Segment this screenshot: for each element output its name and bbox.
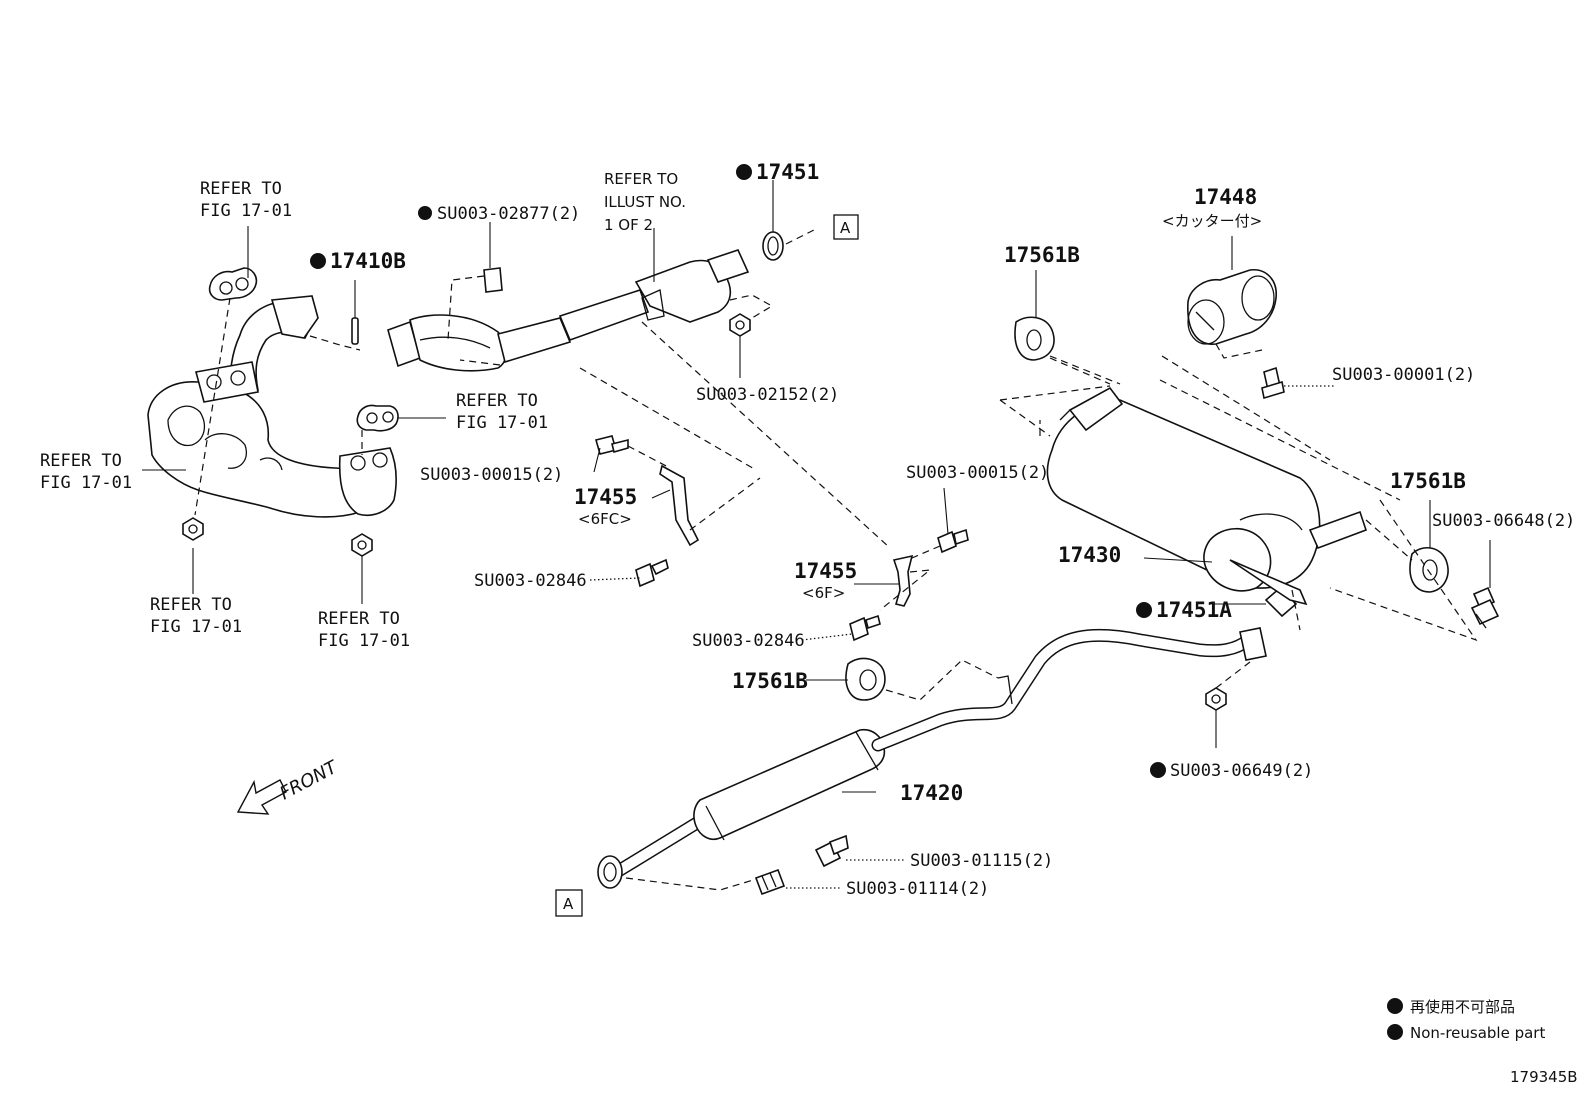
guide-line [1291, 589, 1301, 631]
part-su003-00015-left: SU003-00015(2) [420, 465, 563, 485]
part-su003-01115: SU003-01115(2) [910, 851, 1053, 871]
reference-box-a-top [833, 214, 859, 240]
front-pipe-catalytic-converter [387, 249, 750, 372]
part-17451: 17451 [756, 160, 819, 184]
stud-su003-01114 [754, 868, 786, 896]
part-su003-02846-right: SU003-02846 [692, 631, 805, 651]
non-reusable-icon [1150, 762, 1166, 778]
non-reusable-icon [736, 164, 752, 180]
part-17420: 17420 [900, 781, 963, 805]
part-17455-6fc: <6FC> [578, 510, 632, 528]
hanger-17561b-upper [999, 270, 1111, 437]
reference-letter-a-bottom: A [563, 895, 574, 913]
hanger-17561b-lower [845, 657, 999, 701]
figure-id: 179345B [1510, 1068, 1578, 1086]
gasket-17451a [1214, 586, 1298, 618]
center-pipe-17420 [597, 627, 1267, 891]
muffler-17430 [1039, 386, 1368, 606]
bolt-su003-06648 [1329, 499, 1500, 642]
part-17455-right: 17455 [794, 559, 857, 583]
part-su003-06649: SU003-06649(2) [1170, 761, 1313, 781]
legend-non-reusable-icon-en [1387, 1024, 1403, 1040]
part-17430: 17430 [1058, 543, 1121, 567]
part-su003-06648: SU003-06648(2) [1432, 511, 1575, 531]
part-su003-00001: SU003-00001(2) [1332, 365, 1475, 385]
nut-su003-02152 [729, 294, 774, 378]
front-arrow-icon [236, 779, 287, 815]
part-17561b-lower: 17561B [732, 669, 808, 693]
legend-en: Non-reusable part [1410, 1024, 1545, 1042]
tail-cutter-17448 [1161, 236, 1331, 461]
part-17455-6f: <6F> [802, 584, 845, 602]
non-reusable-icon [418, 206, 432, 220]
non-reusable-icon [310, 253, 326, 269]
non-reusable-icon [1136, 602, 1152, 618]
hanger-17561b-right [1365, 500, 1449, 593]
part-17561b-right: 17561B [1390, 469, 1466, 493]
guide-line [1049, 355, 1121, 385]
part-su003-02846-left: SU003-02846 [474, 571, 587, 591]
reference-box-a-bottom [555, 889, 583, 917]
part-17410b: 17410B [330, 249, 406, 273]
bracket-17455-6f [641, 321, 969, 642]
front-label: FRONT [276, 756, 342, 804]
exhaust-manifold-assembly [147, 267, 399, 557]
part-su003-01114: SU003-01114(2) [846, 879, 989, 899]
part-17451a: 17451A [1156, 598, 1232, 622]
reference-letter-a-top: A [840, 219, 851, 237]
part-su003-02152: SU003-02152(2) [696, 385, 839, 405]
bolt-su003-02877 [447, 222, 503, 341]
legend-non-reusable-icon-jp [1387, 998, 1403, 1014]
part-17448: 17448 [1194, 185, 1257, 209]
bolt-su003-00001 [1261, 366, 1336, 400]
gasket-17451 [762, 180, 819, 261]
part-su003-00015-right: SU003-00015(2) [906, 463, 1049, 483]
bolt-su003-01115 [814, 834, 849, 868]
bracket-17455-6fc [579, 367, 761, 588]
part-17561b-upper: 17561B [1004, 243, 1080, 267]
part-17448-note: <カッター付> [1162, 212, 1262, 230]
gasket-17410b [351, 280, 359, 345]
legend-jp: 再使用不可部品 [1410, 998, 1515, 1016]
part-17455-left: 17455 [574, 485, 637, 509]
part-su003-02877: SU003-02877(2) [437, 204, 580, 224]
nut-su003-06649 [1205, 661, 1251, 748]
leader-lines [142, 226, 1213, 889]
guide-line [1159, 379, 1401, 501]
